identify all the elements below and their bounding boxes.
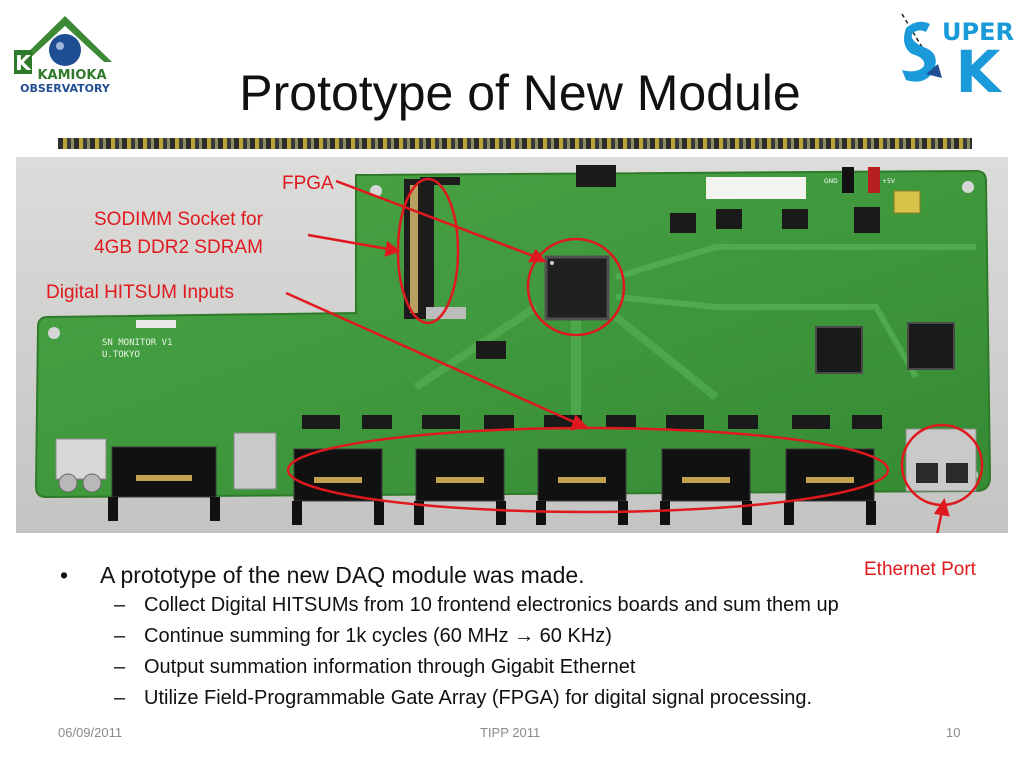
- dash-symbol: –: [114, 656, 126, 678]
- callout-ethernet: Ethernet Port: [864, 559, 976, 580]
- svg-text:K: K: [15, 51, 32, 75]
- super-k-logo: UPER K: [901, 13, 1014, 98]
- footer-page-number: 10: [946, 725, 961, 740]
- sub-bullet: – Utilize Field-Programmable Gate Array …: [54, 683, 994, 714]
- footer-event: TIPP 2011: [480, 725, 541, 740]
- dash-symbol: –: [114, 594, 126, 616]
- dash-symbol: –: [114, 625, 126, 647]
- logo-left-line1: KAMIOKA: [37, 68, 106, 83]
- callout-hitsum: Digital HITSUM Inputs: [46, 282, 234, 303]
- bullet-symbol: •: [59, 562, 69, 588]
- footer-date: 06/09/2011: [58, 725, 123, 740]
- board-gnd-label: GND: [824, 178, 838, 185]
- sub-bullet: – Output summation information through G…: [54, 652, 994, 683]
- callout-sodimm-line2: 4GB DDR2 SDRAM: [94, 237, 263, 258]
- title-divider: [58, 138, 972, 149]
- sub-bullet: – Continue summing for 1k cycles (60 MHz…: [54, 621, 994, 652]
- board-label-line2: U.TOKYO: [102, 350, 140, 360]
- bullet-main-text: A prototype of the new DAQ module was ma…: [100, 562, 585, 588]
- bullet-list: • A prototype of the new DAQ module was …: [54, 560, 994, 714]
- slide-title: Prototype of New Module: [239, 65, 801, 121]
- callout-sodimm-line1: SODIMM Socket for: [94, 209, 263, 230]
- logo-right-big: K: [956, 38, 1003, 98]
- bullet-main: • A prototype of the new DAQ module was …: [54, 560, 994, 590]
- board-label-line1: SN MONITOR V1: [102, 338, 172, 348]
- board-5v-label: +5V: [882, 178, 896, 185]
- sub-bullet-text: Collect Digital HITSUMs from 10 frontend…: [144, 594, 839, 616]
- sub-bullet: – Collect Digital HITSUMs from 10 fronte…: [54, 590, 994, 621]
- dash-symbol: –: [114, 687, 126, 709]
- board-photo: SN MONITOR V1 U.TOKYO GND +5V: [16, 157, 1008, 533]
- logo-left-line2: OBSERVATORY: [20, 82, 111, 94]
- logo-right-text: UPER: [942, 18, 1014, 46]
- sub-bullet-text: Output summation information through Gig…: [144, 656, 636, 678]
- sub-bullet-text: Continue summing for 1k cycles (60 MHz →…: [144, 625, 612, 647]
- sub-bullet-text: Utilize Field-Programmable Gate Array (F…: [144, 687, 813, 709]
- kamioka-observatory-logo: K KAMIOKA OBSERVATORY: [14, 16, 112, 94]
- callout-fpga: FPGA: [282, 173, 334, 194]
